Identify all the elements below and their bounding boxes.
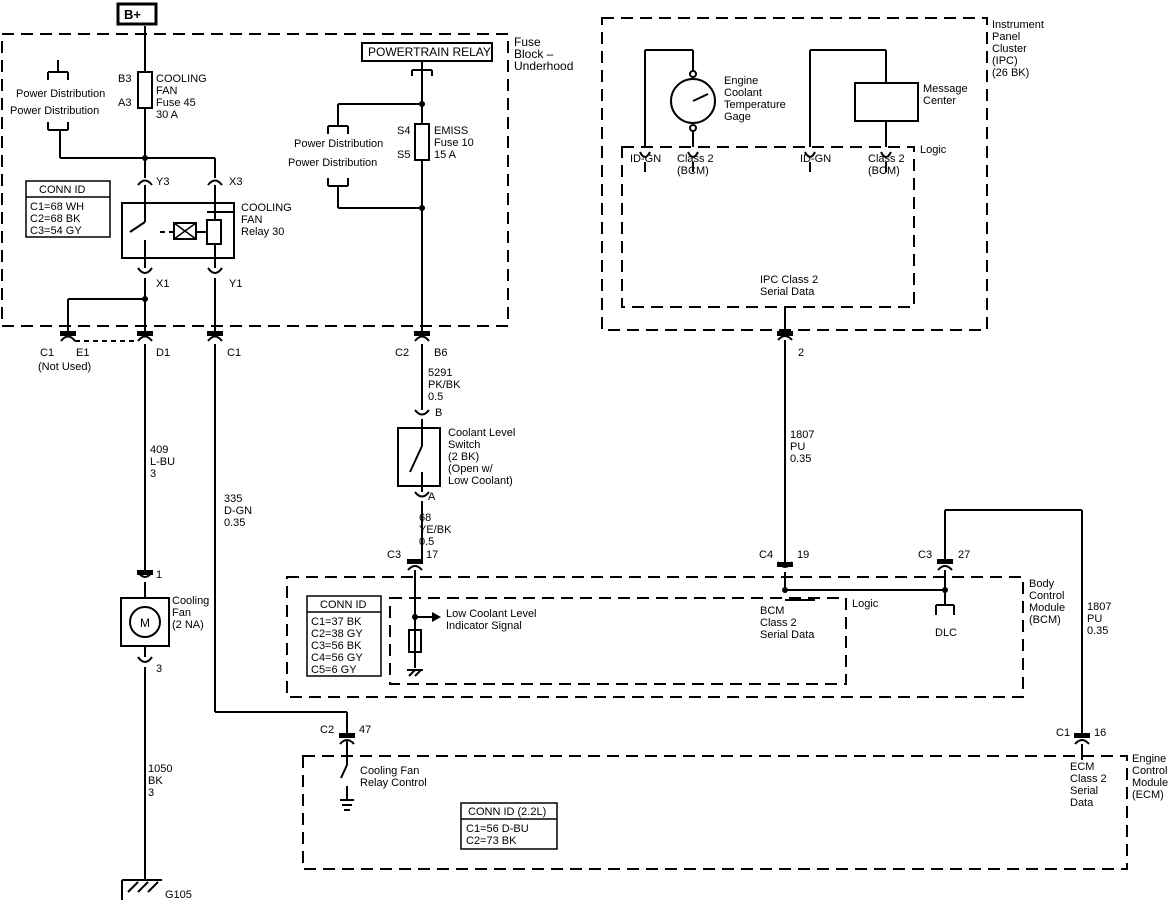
pin-d1: D1 [156, 347, 170, 359]
pin-17: 17 [426, 549, 438, 561]
coolant-temperature-gage [670, 78, 716, 124]
bcm-logic-outline [389, 597, 847, 685]
wire-68-label: 68 YE/BK 0.5 [419, 512, 454, 548]
wire-409-label: 409 L-BU 3 [150, 444, 178, 480]
power-distribution-label: Power Distribution [294, 138, 383, 150]
pin-47: 47 [359, 724, 371, 736]
message-center-label: Message Center [923, 83, 971, 107]
pin-x1: X1 [156, 278, 169, 290]
low-coolant-signal-label: Low Coolant Level Indicator Signal [446, 608, 540, 632]
pin-y1: Y1 [229, 278, 242, 290]
pin-s4: S4 [397, 125, 410, 137]
dlc-label: DLC [935, 627, 957, 639]
not-used-label: (Not Used) [38, 361, 91, 373]
wire-335-label: 335 D-GN 0.35 [224, 493, 255, 529]
pin-16: 16 [1094, 727, 1106, 739]
bcm-outline [286, 576, 1024, 698]
connector-c1-left: C1 [40, 347, 54, 359]
coolant-level-switch [397, 427, 441, 487]
pin-1: 1 [156, 569, 162, 581]
pin-19: 19 [797, 549, 809, 561]
ecm-outline [302, 755, 1128, 870]
pin-b3: B3 [118, 73, 131, 85]
message-center-box [854, 82, 919, 122]
pin-3: 3 [156, 663, 162, 675]
cooling-fan-relay [121, 202, 235, 259]
ecm-conn-id-title: CONN ID (2.2L) [468, 806, 546, 818]
connector-c4: C4 [759, 549, 773, 561]
connector-c3: C3 [387, 549, 401, 561]
wire-1050-label: 1050 BK 3 [148, 763, 176, 799]
wire-1807-ecm-label: 1807 PU 0.35 [1087, 601, 1115, 637]
fuse-block-label: Fuse Block – Underhood [514, 35, 573, 73]
connector-c2: C2 [395, 347, 409, 359]
ipc-outline [601, 17, 988, 331]
emiss-fuse-label: EMISS Fuse 10 15 A [434, 125, 477, 161]
emiss-fuse [414, 123, 430, 161]
wire-1807-ipc-label: 1807 PU 0.35 [790, 429, 818, 465]
power-distribution-label: Power Distribution [10, 105, 99, 117]
battery-positive-label: B+ [124, 7, 141, 22]
ipc-class2-left: Class 2 (BCM) [677, 153, 717, 177]
ipc-id-gn-left: ID-GN [630, 153, 661, 165]
ipc-title: Instrument Panel Cluster (IPC) (26 BK) [992, 19, 1047, 79]
ecm-title: Engine Control Module (ECM) [1132, 753, 1170, 801]
ipc-serial-data-label: IPC Class 2 Serial Data [760, 274, 821, 298]
ecm-serial-data-label: ECM Class 2 Serial Data [1070, 761, 1110, 809]
bcm-conn-id-box [306, 595, 382, 677]
pin-x3: X3 [229, 176, 242, 188]
ipc-logic-label: Logic [920, 144, 947, 156]
ipc-id-gn-right: ID-GN [800, 153, 831, 165]
pin-s5: S5 [397, 149, 410, 161]
relay-conn-id-box [25, 180, 111, 238]
bcm-serial-data-label: BCM Class 2 Serial Data [760, 605, 815, 641]
cooling-fan-fuse [137, 71, 153, 109]
bcm-title: Body Control Module (BCM) [1029, 578, 1068, 626]
pin-27: 27 [958, 549, 970, 561]
pin-2: 2 [798, 347, 804, 359]
pin-e1: E1 [76, 347, 89, 359]
cooling-fan-label: Cooling Fan (2 NA) [172, 595, 212, 631]
pin-y3: Y3 [156, 176, 169, 188]
connector-c1: C1 [1056, 727, 1070, 739]
motor-m-label: M [140, 616, 150, 630]
ground-g105-label: G105 [165, 889, 192, 900]
ecm-conn-id-list: C1=56 D-BU C2=73 BK [466, 823, 532, 847]
relay-conn-id-list: C1=68 WH C2=68 BK C3=54 GY [30, 201, 87, 237]
power-distribution-label: Power Distribution [16, 88, 105, 100]
ipc-logic-outline [621, 146, 915, 308]
cooling-fan-relay-control-label: Cooling Fan Relay Control [360, 765, 427, 789]
pin-a: A [428, 491, 436, 503]
cooling-fan-relay-label: COOLING FAN Relay 30 [241, 202, 295, 238]
ecm-conn-id-box [460, 802, 558, 850]
bcm-conn-id-title: CONN ID [320, 599, 367, 611]
pin-b6: B6 [434, 347, 447, 359]
powertrain-relay-box [361, 42, 493, 62]
wire-5291-label: 5291 PK/BK 0.5 [428, 367, 463, 403]
pin-a3: A3 [118, 97, 131, 109]
bcm-logic-label: Logic [852, 598, 879, 610]
connector-c3: C3 [918, 549, 932, 561]
connector-c2: C2 [320, 724, 334, 736]
relay-conn-id-title: CONN ID [39, 184, 86, 196]
connector-c1: C1 [227, 347, 241, 359]
bcm-conn-id-list: C1=37 BK C2=38 GY C3=56 BK C4=56 GY C5=6… [311, 616, 366, 676]
cooling-fan-fuse-label: COOLING FAN Fuse 45 30 A [156, 73, 210, 121]
battery-positive-box [116, 2, 158, 26]
powertrain-relay-label: POWERTRAIN RELAY [368, 45, 491, 59]
coolant-level-switch-label: Coolant Level Switch (2 BK) (Open w/ Low… [448, 427, 518, 487]
gage-label: Engine Coolant Temperature Gage [724, 75, 789, 123]
pin-b: B [435, 407, 442, 419]
power-distribution-label: Power Distribution [288, 157, 377, 169]
fuse-block-outline [1, 33, 509, 327]
ipc-class2-right: Class 2 (BCM) [868, 153, 908, 177]
cooling-fan-motor [129, 606, 161, 638]
